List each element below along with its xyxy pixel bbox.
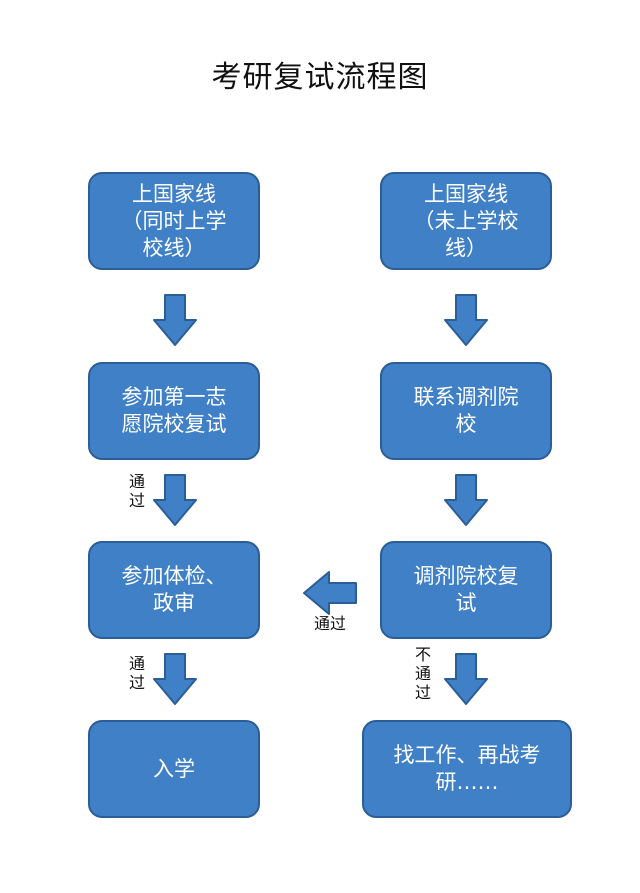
down-arrow-icon	[153, 653, 197, 705]
left-arrow-icon	[303, 571, 357, 615]
node-text-line: 联系调剂院	[413, 385, 519, 409]
node-text-line: 校	[455, 412, 477, 436]
node-first-choice-retest: 参加第一志 愿院校复试	[88, 362, 260, 460]
node-text-line: 校线）	[142, 235, 206, 260]
node-enrollment: 入学	[88, 720, 260, 818]
node-text-line: 参加体检、	[121, 564, 227, 588]
node-text-line: 上国家线	[424, 181, 508, 206]
edge-label-pass: 通 过	[126, 654, 148, 692]
node-text-line: 愿院校复试	[121, 412, 227, 436]
edge-label-fail: 不 通 过	[412, 645, 434, 702]
down-arrow-icon	[153, 294, 197, 346]
edge-label-char: 通	[128, 472, 145, 491]
node-text-line: 政审	[153, 591, 195, 615]
edge-label-char: 通	[128, 654, 145, 673]
edge-label-char: 过	[414, 683, 431, 702]
node-text-line: 上国家线	[132, 181, 216, 206]
node-physical-political-review: 参加体检、 政审	[88, 541, 260, 639]
edge-label-char: 不	[414, 645, 431, 664]
down-arrow-icon	[444, 294, 488, 346]
down-arrow-icon	[444, 653, 488, 705]
edge-label-char: 过	[128, 491, 145, 510]
down-arrow-icon	[153, 474, 197, 526]
node-text-line: 研……	[435, 770, 499, 794]
node-adjust-school-retest: 调剂院校复 试	[380, 541, 552, 639]
edge-label-char: 过	[128, 673, 145, 692]
node-text-line: （未上学校	[413, 208, 519, 233]
node-find-job-or-retry: 找工作、再战考 研……	[362, 720, 572, 818]
down-arrow-icon	[444, 474, 488, 526]
page-title: 考研复试流程图	[211, 60, 429, 95]
node-right-national-line: 上国家线 （未上学校 线）	[380, 172, 552, 270]
node-text-line: 找工作、再战考	[393, 743, 541, 767]
node-text-line: 入学	[153, 756, 195, 781]
node-left-national-line: 上国家线 （同时上学 校线）	[88, 172, 260, 270]
node-text-line: （同时上学	[121, 208, 227, 233]
node-text-line: 试	[455, 591, 477, 615]
node-contact-adjust-school: 联系调剂院 校	[380, 362, 552, 460]
node-text-line: 线）	[445, 235, 487, 260]
edge-label-char: 通	[414, 664, 431, 683]
node-text-line: 调剂院校复	[413, 564, 519, 588]
edge-label-pass-horizontal: 通过	[313, 614, 346, 633]
node-text-line: 参加第一志	[121, 385, 227, 409]
edge-label-pass: 通 过	[126, 472, 148, 510]
